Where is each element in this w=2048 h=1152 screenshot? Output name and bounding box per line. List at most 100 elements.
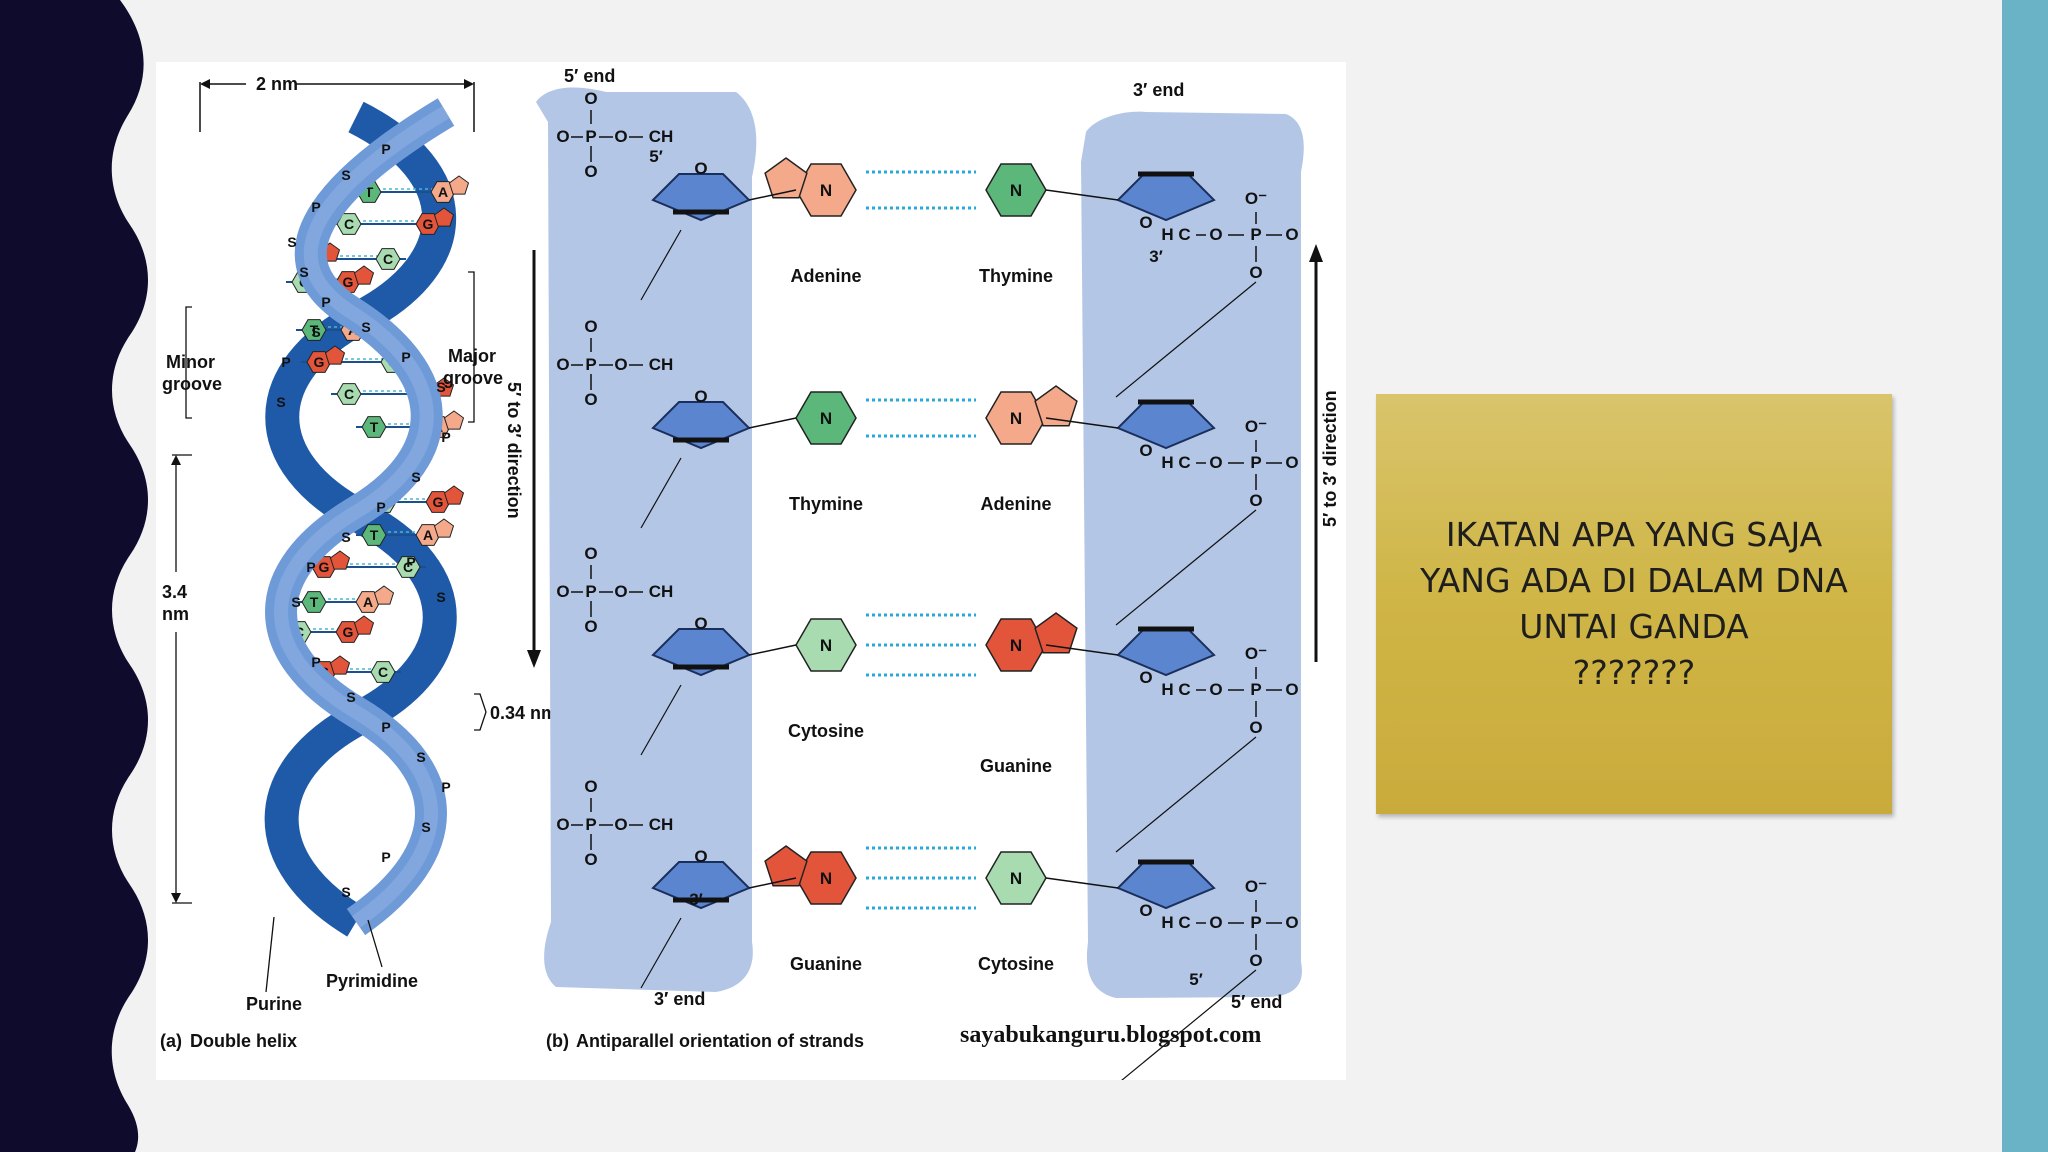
purine-ring	[433, 518, 455, 538]
purine-five-ring	[1034, 385, 1078, 427]
left-bottom-end: 3′ end	[654, 989, 705, 1009]
backbone-letter-S: S	[361, 319, 370, 335]
backbone-letter-P: P	[401, 349, 410, 365]
ring-oxygen: O	[1139, 213, 1152, 232]
phosphate-oxygen: O	[584, 617, 597, 636]
backbone-letter-P: P	[376, 499, 385, 515]
base-A	[430, 181, 456, 203]
phosphate-oxygen: O	[1249, 263, 1262, 282]
deoxyribose-sugar	[651, 861, 751, 910]
ch2-group: H C	[1161, 453, 1190, 472]
phosphate-oxygen: O	[584, 162, 597, 181]
base-C	[370, 661, 396, 683]
purine-ring	[329, 550, 351, 570]
ring-oxygen: O	[1139, 901, 1152, 920]
base-ring-guanine	[985, 618, 1047, 672]
backbone-letter-P: P	[381, 719, 390, 735]
ring-nitrogen: N	[820, 869, 832, 888]
ring-oxygen: O	[694, 614, 707, 633]
phosphate-oxygen: O	[584, 544, 597, 563]
question-text: IKATAN APA YANG SAJA YANG ADA DI DALAM D…	[1420, 515, 1848, 692]
phosphate-oxygen: O⁻	[1245, 644, 1267, 663]
base-name-left: Guanine	[790, 954, 862, 974]
phosphorus: P	[1250, 680, 1261, 699]
backbone-letter-P: P	[311, 199, 320, 215]
backbone-letter-S: S	[341, 167, 350, 183]
base-letter: A	[438, 184, 448, 200]
base-letter: A	[363, 594, 373, 610]
ring-nitrogen: N	[1010, 181, 1022, 200]
right-top-end: 3′ end	[1133, 80, 1184, 100]
watermark: sayabukanguru.blogspot.com	[960, 1022, 1261, 1048]
base-name-right: Thymine	[979, 266, 1053, 286]
phosphate-oxygen: O	[584, 89, 597, 108]
backbone-letter-P: P	[406, 554, 415, 570]
major-groove-label-1: Major	[448, 346, 496, 366]
base-C	[336, 213, 362, 235]
panel-b-caption: Antiparallel orientation of strands	[576, 1031, 864, 1051]
purine-ring	[448, 175, 470, 195]
base-letter: G	[423, 216, 434, 232]
phosphate-oxygen: O	[1209, 225, 1222, 244]
backbone-letter-P: P	[281, 354, 290, 370]
purine-label: Purine	[246, 994, 302, 1014]
purine-ring	[353, 265, 375, 285]
panel-b-antiparallel: 5′ to 3′ direction 5′ to 3′ direction 5′…	[504, 66, 1340, 1080]
minor-groove-label-2: groove	[162, 374, 222, 394]
left-decorative-band	[0, 0, 148, 1152]
phosphate-oxygen: O	[1285, 453, 1298, 472]
question-box: IKATAN APA YANG SAJA YANG ADA DI DALAM D…	[1376, 394, 1892, 814]
phosphate-oxygen: O	[1249, 491, 1262, 510]
right-direction-label: 5′ to 3′ direction	[1320, 390, 1340, 527]
base-C	[395, 556, 421, 578]
phosphate-oxygen: O	[614, 815, 627, 834]
base-letter: G	[314, 354, 325, 370]
right-bottom-end: 5′ end	[1231, 992, 1282, 1012]
base-letter: C	[403, 559, 413, 575]
pyrimidine-label: Pyrimidine	[326, 971, 418, 991]
panel-a-caption: Double helix	[190, 1031, 297, 1051]
ring-nitrogen: N	[1010, 869, 1022, 888]
backbone-letter-S: S	[276, 394, 285, 410]
base-letter: G	[433, 494, 444, 510]
major-groove-label-2: groove	[443, 368, 503, 388]
deoxyribose-sugar	[651, 628, 751, 677]
panel-b-caption-letter: (b)	[546, 1031, 569, 1051]
ring-nitrogen: N	[1010, 636, 1022, 655]
phosphorus: P	[585, 815, 596, 834]
backbone-letter-S: S	[299, 264, 308, 280]
rise-label: 0.34 nm	[490, 703, 557, 723]
deoxyribose-sugar	[1116, 401, 1216, 450]
backbone-letter-P: P	[321, 294, 330, 310]
phosphate-oxygen: O	[614, 582, 627, 601]
base-name-right: Cytosine	[978, 954, 1054, 974]
backbone-letter-P: P	[381, 141, 390, 157]
backbone-letter-S: S	[436, 379, 445, 395]
ch2-group: H C	[1161, 913, 1190, 932]
base-letter: T	[310, 594, 319, 610]
phosphate-oxygen: O⁻	[1245, 189, 1267, 208]
five-prime-label: 5′	[649, 147, 663, 166]
base-name-left: Cytosine	[788, 721, 864, 741]
deoxyribose-sugar	[1116, 173, 1216, 222]
phosphate-oxygen: O⁻	[1245, 877, 1267, 896]
three-prime-label: 3′	[1149, 247, 1163, 266]
deoxyribose-sugar	[651, 173, 751, 222]
phosphorus: P	[1250, 225, 1261, 244]
backbone-letter-S: S	[341, 529, 350, 545]
purine-ring	[433, 207, 455, 227]
backbone-letter-S: S	[416, 749, 425, 765]
phosphate-oxygen: O	[556, 355, 569, 374]
ring-oxygen: O	[694, 387, 707, 406]
base-T	[301, 591, 327, 613]
base-ring-adenine	[985, 391, 1047, 445]
turn-length-label-2: nm	[162, 604, 189, 624]
turn-length-label-1: 3.4	[162, 582, 187, 602]
backbone-letter-P: P	[311, 654, 320, 670]
base-letter: C	[378, 664, 388, 680]
